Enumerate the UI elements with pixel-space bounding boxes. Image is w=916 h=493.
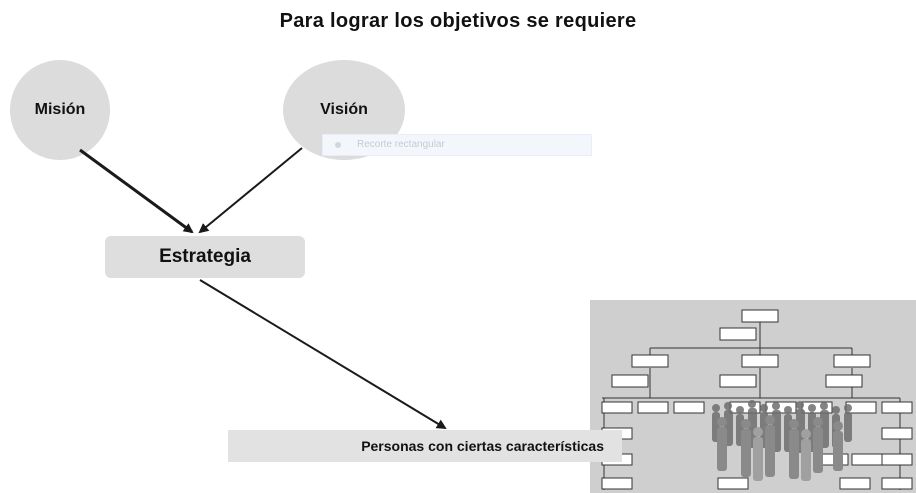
crowd-silhouettes bbox=[712, 400, 852, 481]
snip-dot-icon bbox=[335, 142, 341, 148]
personas-node: Personas con ciertas características bbox=[228, 430, 622, 462]
estrategia-node: Estrategia bbox=[105, 236, 305, 278]
diagram-title: Para lograr los objetivos se requiere bbox=[279, 10, 637, 32]
org-chart-people-image bbox=[590, 300, 916, 493]
org-chart-illustration bbox=[601, 309, 913, 490]
arrow-vision-estrategia bbox=[198, 147, 303, 234]
vision-label: Visión bbox=[320, 101, 368, 118]
snip-tool-hint: Recorte rectangular bbox=[322, 134, 592, 156]
mision-node: Misión bbox=[10, 60, 110, 160]
arrow-mision-estrategia bbox=[79, 148, 194, 234]
mision-label: Misión bbox=[34, 101, 86, 118]
arrow-estrategia-personas bbox=[199, 279, 447, 430]
snip-label: Recorte rectangular bbox=[357, 139, 445, 150]
